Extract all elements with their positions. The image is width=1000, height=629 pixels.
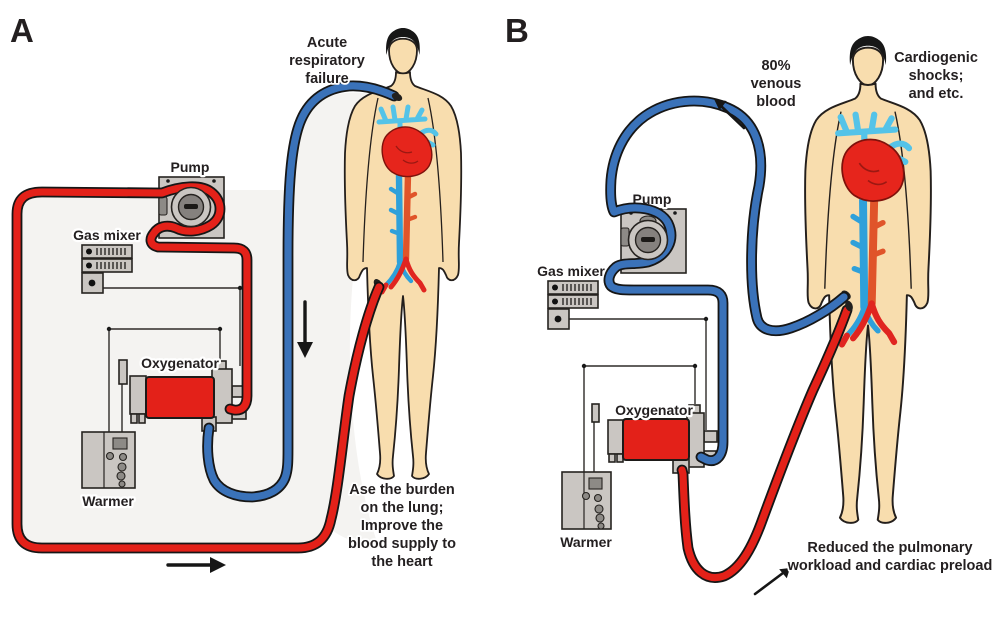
svg-text:on the lung;: on the lung; (361, 500, 444, 516)
venous-cannula-tip (391, 92, 403, 102)
flow-annotation: 80% venous blood (749, 56, 803, 112)
svg-text:80%: 80% (761, 58, 790, 74)
svg-text:workload and cardiac preload: workload and cardiac preload (787, 558, 993, 574)
arterial-flow-up-right-arrow (753, 568, 790, 596)
svg-text:respiratory: respiratory (289, 53, 365, 69)
wire-junction-dot (581, 363, 587, 369)
venous-flow-up-left-arrow (714, 99, 746, 130)
svg-text:Improve the: Improve the (361, 518, 443, 534)
red-tube-circuit (11, 181, 385, 554)
svg-text:the heart: the heart (371, 554, 432, 570)
oxygenator-label: Oxygenator (615, 402, 693, 418)
svg-text:venous: venous (751, 76, 802, 92)
condition-annotation: Cardiogenic shocks; and etc. (892, 48, 979, 104)
wire-junction-dot (106, 326, 112, 332)
bracket-wire (584, 365, 696, 404)
panel-a-letter: A (10, 12, 34, 49)
blue-tube-circuit (603, 95, 851, 466)
arterial-cannula-tip (845, 300, 853, 312)
patient-body (804, 35, 932, 524)
svg-text:failure: failure (305, 71, 349, 87)
oxygenator-label: Oxygenator (141, 355, 219, 371)
wire-junction-dot (217, 326, 223, 332)
svg-text:and etc.: and etc. (909, 86, 964, 102)
gas-mixer-scale-ticks (562, 284, 592, 305)
gas-mixer-device (81, 244, 133, 294)
gas-mixer-label: Gas mixer (537, 263, 605, 279)
warmer-label: Warmer (82, 493, 134, 509)
oxygenator-device (118, 359, 247, 432)
gas-mixer-label: Gas mixer (73, 227, 141, 243)
svg-text:blood supply to: blood supply to (348, 536, 456, 552)
warmer-device (561, 471, 612, 530)
gas-mixer-scale-ticks (96, 248, 126, 269)
svg-text:shocks;: shocks; (909, 68, 964, 84)
svg-text:Acute: Acute (307, 35, 347, 51)
pump-rotor (170, 186, 212, 228)
outcome-annotation: Reduced the pulmonary workload and cardi… (785, 538, 994, 576)
flow-direction-down-arrow (297, 300, 313, 358)
warmer-label: Warmer (560, 534, 612, 550)
svg-text:Cardiogenic: Cardiogenic (894, 50, 978, 66)
blue-tube-circuit (202, 80, 403, 503)
svg-text:blood: blood (756, 94, 795, 110)
svg-text:Ase the burden: Ase the burden (349, 482, 455, 498)
panel-a: Gas mixer Warmer Oxygenator (10, 12, 463, 573)
wire-junction-dot (237, 285, 243, 291)
flow-direction-right-arrow (166, 557, 226, 573)
panel-b: Gas mixer Warmer Oxygenator (505, 12, 994, 596)
warmer-device (81, 431, 136, 489)
condition-annotation: Acute respiratory failure (287, 33, 366, 89)
outcome-annotation: Ase the burden on the lung; Improve the … (346, 480, 458, 572)
gas-mixer-device (547, 280, 599, 330)
svg-text:Reduced the pulmonary: Reduced the pulmonary (807, 540, 972, 556)
circuit-background-hill (291, 92, 391, 545)
pump-label: Pump (171, 159, 210, 175)
wire-junction-dot (703, 316, 709, 322)
red-tube-circuit (676, 300, 853, 583)
pump-rotor (627, 219, 669, 261)
wire-junction-dot (692, 363, 698, 369)
panel-b-letter: B (505, 12, 529, 49)
